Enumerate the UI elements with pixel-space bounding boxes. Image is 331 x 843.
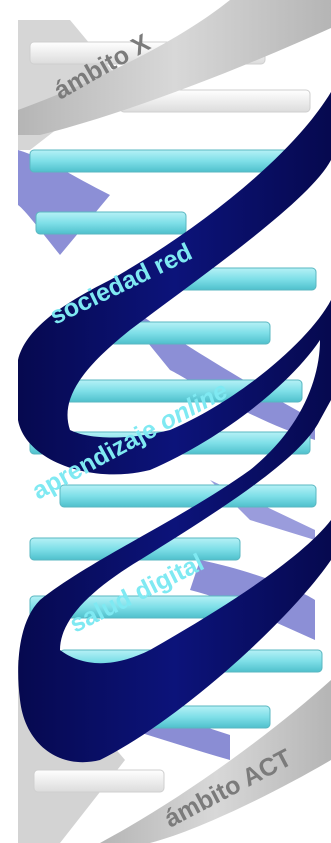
gray-ribbon-top: [18, 0, 331, 135]
rung: [35, 211, 187, 235]
rung: [59, 484, 317, 508]
gray-ribbon-bottom: [100, 680, 331, 843]
rung: [33, 769, 165, 793]
navy-ribbon: [18, 92, 331, 763]
